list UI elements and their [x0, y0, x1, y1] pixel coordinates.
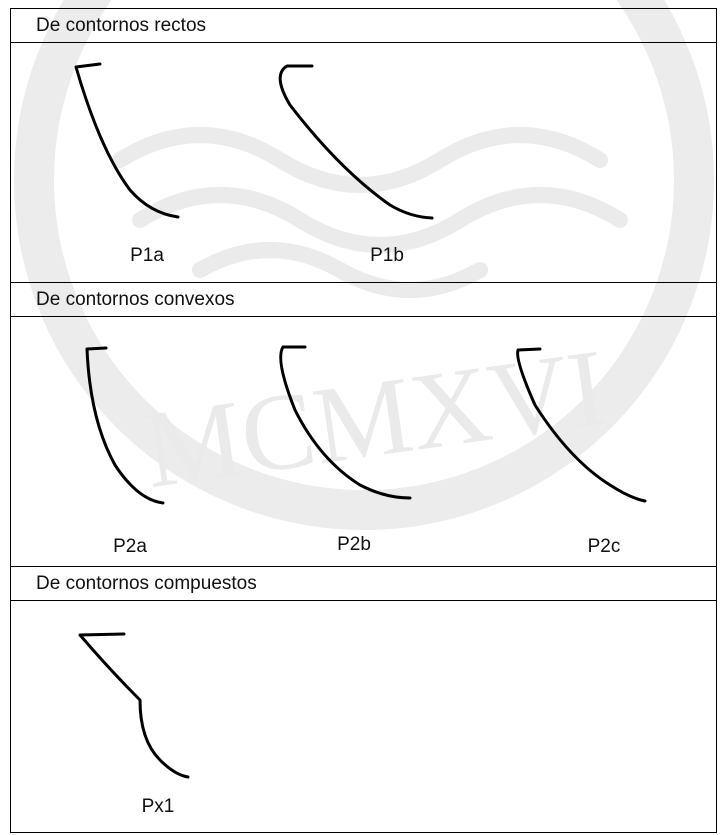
p2b-profile-icon [279, 345, 412, 500]
section-header-composite: De contornos compuestos [11, 567, 716, 601]
profile-classification-table: De contornos rectos De contornos convexo… [10, 8, 717, 833]
profile-label-p1b: P1b [370, 245, 404, 266]
profile-label-p2c: P2c [587, 536, 621, 557]
p2c-profile-icon [516, 347, 647, 503]
section-divider [11, 282, 716, 283]
profile-label-p1a: P1a [130, 245, 164, 266]
px1-profile-icon [78, 632, 190, 779]
section-header-convex: De contornos convexos [11, 283, 716, 317]
section-title: De contornos convexos [36, 289, 235, 310]
section-title: De contornos compuestos [36, 573, 257, 594]
section-header-straight: De contornos rectos [11, 9, 716, 43]
section-divider [11, 566, 716, 567]
p1b-profile-icon [278, 64, 434, 220]
profile-label-px1: Px1 [141, 796, 175, 817]
section-title: De contornos rectos [36, 15, 207, 36]
p1a-profile-icon [74, 62, 180, 219]
profile-label-p2b: P2b [337, 534, 371, 555]
profile-label-p2a: P2a [113, 536, 147, 557]
p2a-profile-icon [85, 346, 165, 505]
